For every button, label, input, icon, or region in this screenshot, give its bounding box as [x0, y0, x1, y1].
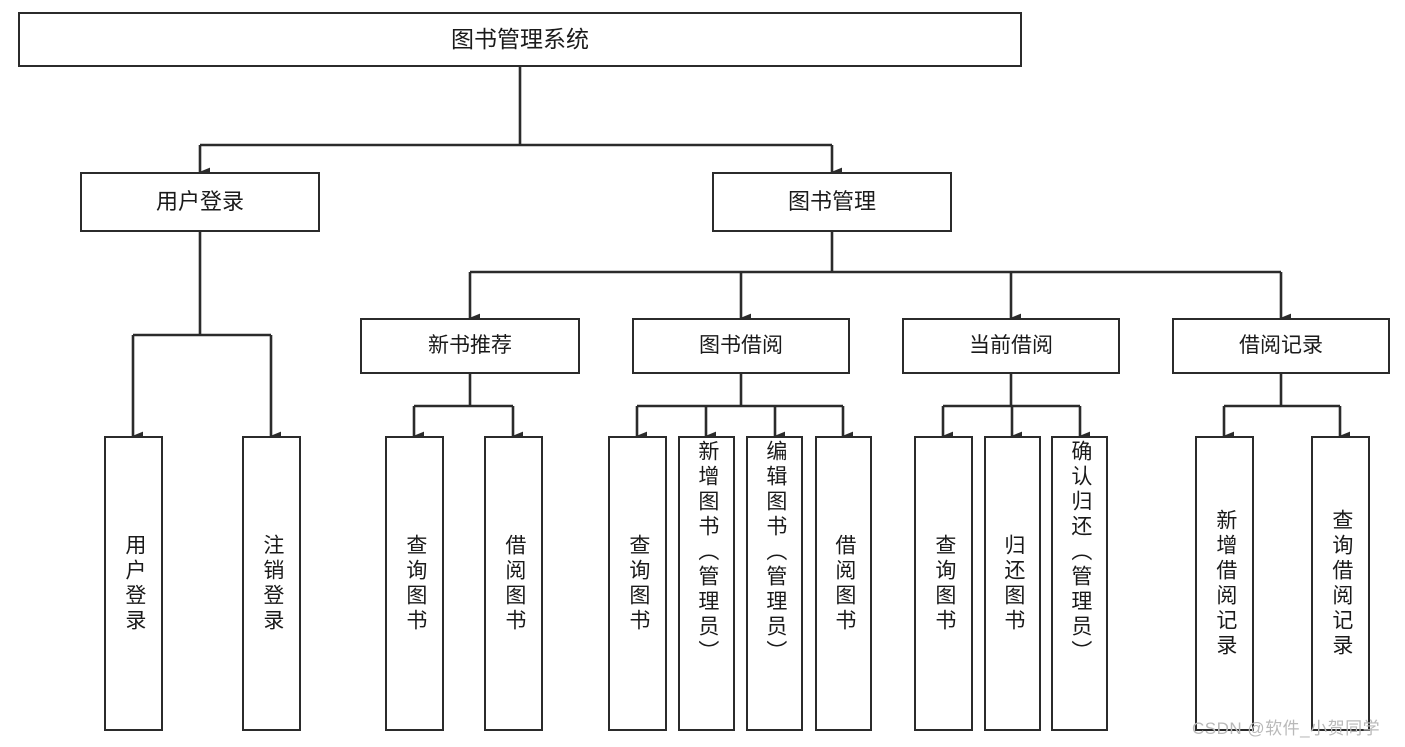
level3-node-2-label: 当前借阅 [969, 333, 1053, 357]
leaf-node-2-label: 查询图书 [403, 533, 427, 634]
leaf-node-0-label: 用户登录 [122, 533, 146, 634]
leaf-node-11-label: 新增借阅记录 [1213, 508, 1237, 659]
level3-node-0: 新书推荐 [360, 318, 580, 374]
leaf-node-6-label: 编辑图书（管理员） [763, 440, 787, 665]
leaf-node-5-label: 新增图书（管理员） [695, 440, 719, 665]
leaf-node-0: 用户登录 [104, 436, 163, 731]
leaf-node-10: 确认归还（管理员） [1051, 436, 1108, 731]
leaf-node-7: 借阅图书 [815, 436, 872, 731]
leaf-node-9-label: 归还图书 [1001, 533, 1025, 634]
leaf-node-4: 查询图书 [608, 436, 667, 731]
level2-node-1: 图书管理 [712, 172, 952, 232]
level3-node-1-label: 图书借阅 [699, 333, 783, 357]
root-node: 图书管理系统 [18, 12, 1022, 67]
leaf-node-8-label: 查询图书 [932, 533, 956, 634]
leaf-node-3: 借阅图书 [484, 436, 543, 731]
leaf-node-9: 归还图书 [984, 436, 1041, 731]
level3-node-0-label: 新书推荐 [428, 333, 512, 357]
level2-node-0-label: 用户登录 [155, 189, 244, 215]
level3-node-2: 当前借阅 [902, 318, 1120, 374]
level3-node-3: 借阅记录 [1172, 318, 1390, 374]
leaf-node-3-label: 借阅图书 [502, 533, 526, 634]
leaf-node-4-label: 查询图书 [626, 533, 650, 634]
leaf-node-7-label: 借阅图书 [832, 533, 856, 634]
leaf-node-11: 新增借阅记录 [1195, 436, 1254, 731]
level2-node-1-label: 图书管理 [787, 189, 876, 215]
leaf-node-1: 注销登录 [242, 436, 301, 731]
leaf-node-5: 新增图书（管理员） [678, 436, 735, 731]
leaf-node-12: 查询借阅记录 [1311, 436, 1370, 731]
leaf-node-2: 查询图书 [385, 436, 444, 731]
level3-node-3-label: 借阅记录 [1239, 333, 1323, 357]
leaf-node-10-label: 确认归还（管理员） [1068, 440, 1092, 665]
leaf-node-8: 查询图书 [914, 436, 973, 731]
watermark-text: CSDN @软件_小贺同学 [1192, 719, 1381, 738]
level2-node-0: 用户登录 [80, 172, 320, 232]
leaf-node-6: 编辑图书（管理员） [746, 436, 803, 731]
leaf-node-1-label: 注销登录 [260, 533, 284, 634]
root-node-label: 图书管理系统 [451, 25, 589, 52]
level3-node-1: 图书借阅 [632, 318, 850, 374]
leaf-node-12-label: 查询借阅记录 [1329, 508, 1353, 659]
